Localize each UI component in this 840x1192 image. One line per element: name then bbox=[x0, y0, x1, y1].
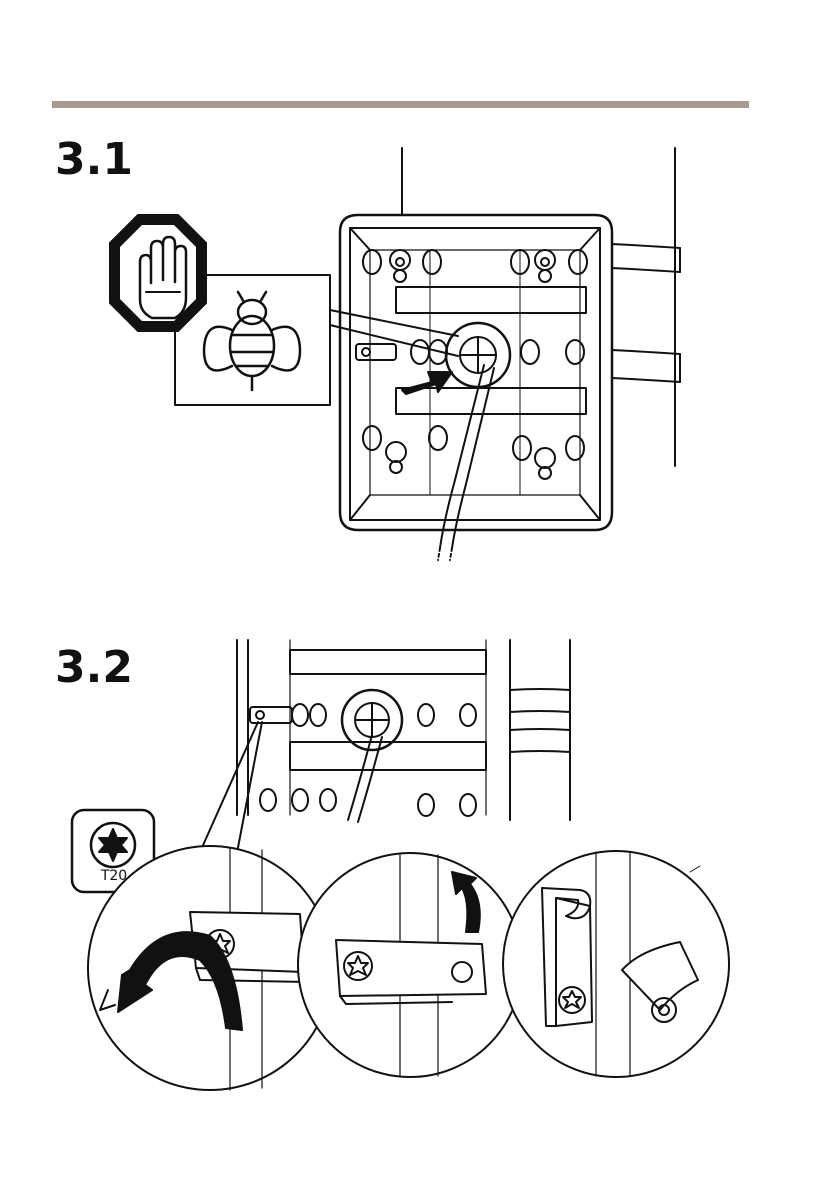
detail-circle-lift bbox=[298, 853, 522, 1077]
stop-hand-icon bbox=[110, 215, 206, 331]
pole bbox=[402, 148, 680, 466]
box-closeup bbox=[200, 640, 570, 858]
torx-size-label: T20 bbox=[76, 868, 152, 884]
detail-circle-released bbox=[503, 851, 729, 1077]
push-arrow-icon bbox=[402, 372, 452, 394]
